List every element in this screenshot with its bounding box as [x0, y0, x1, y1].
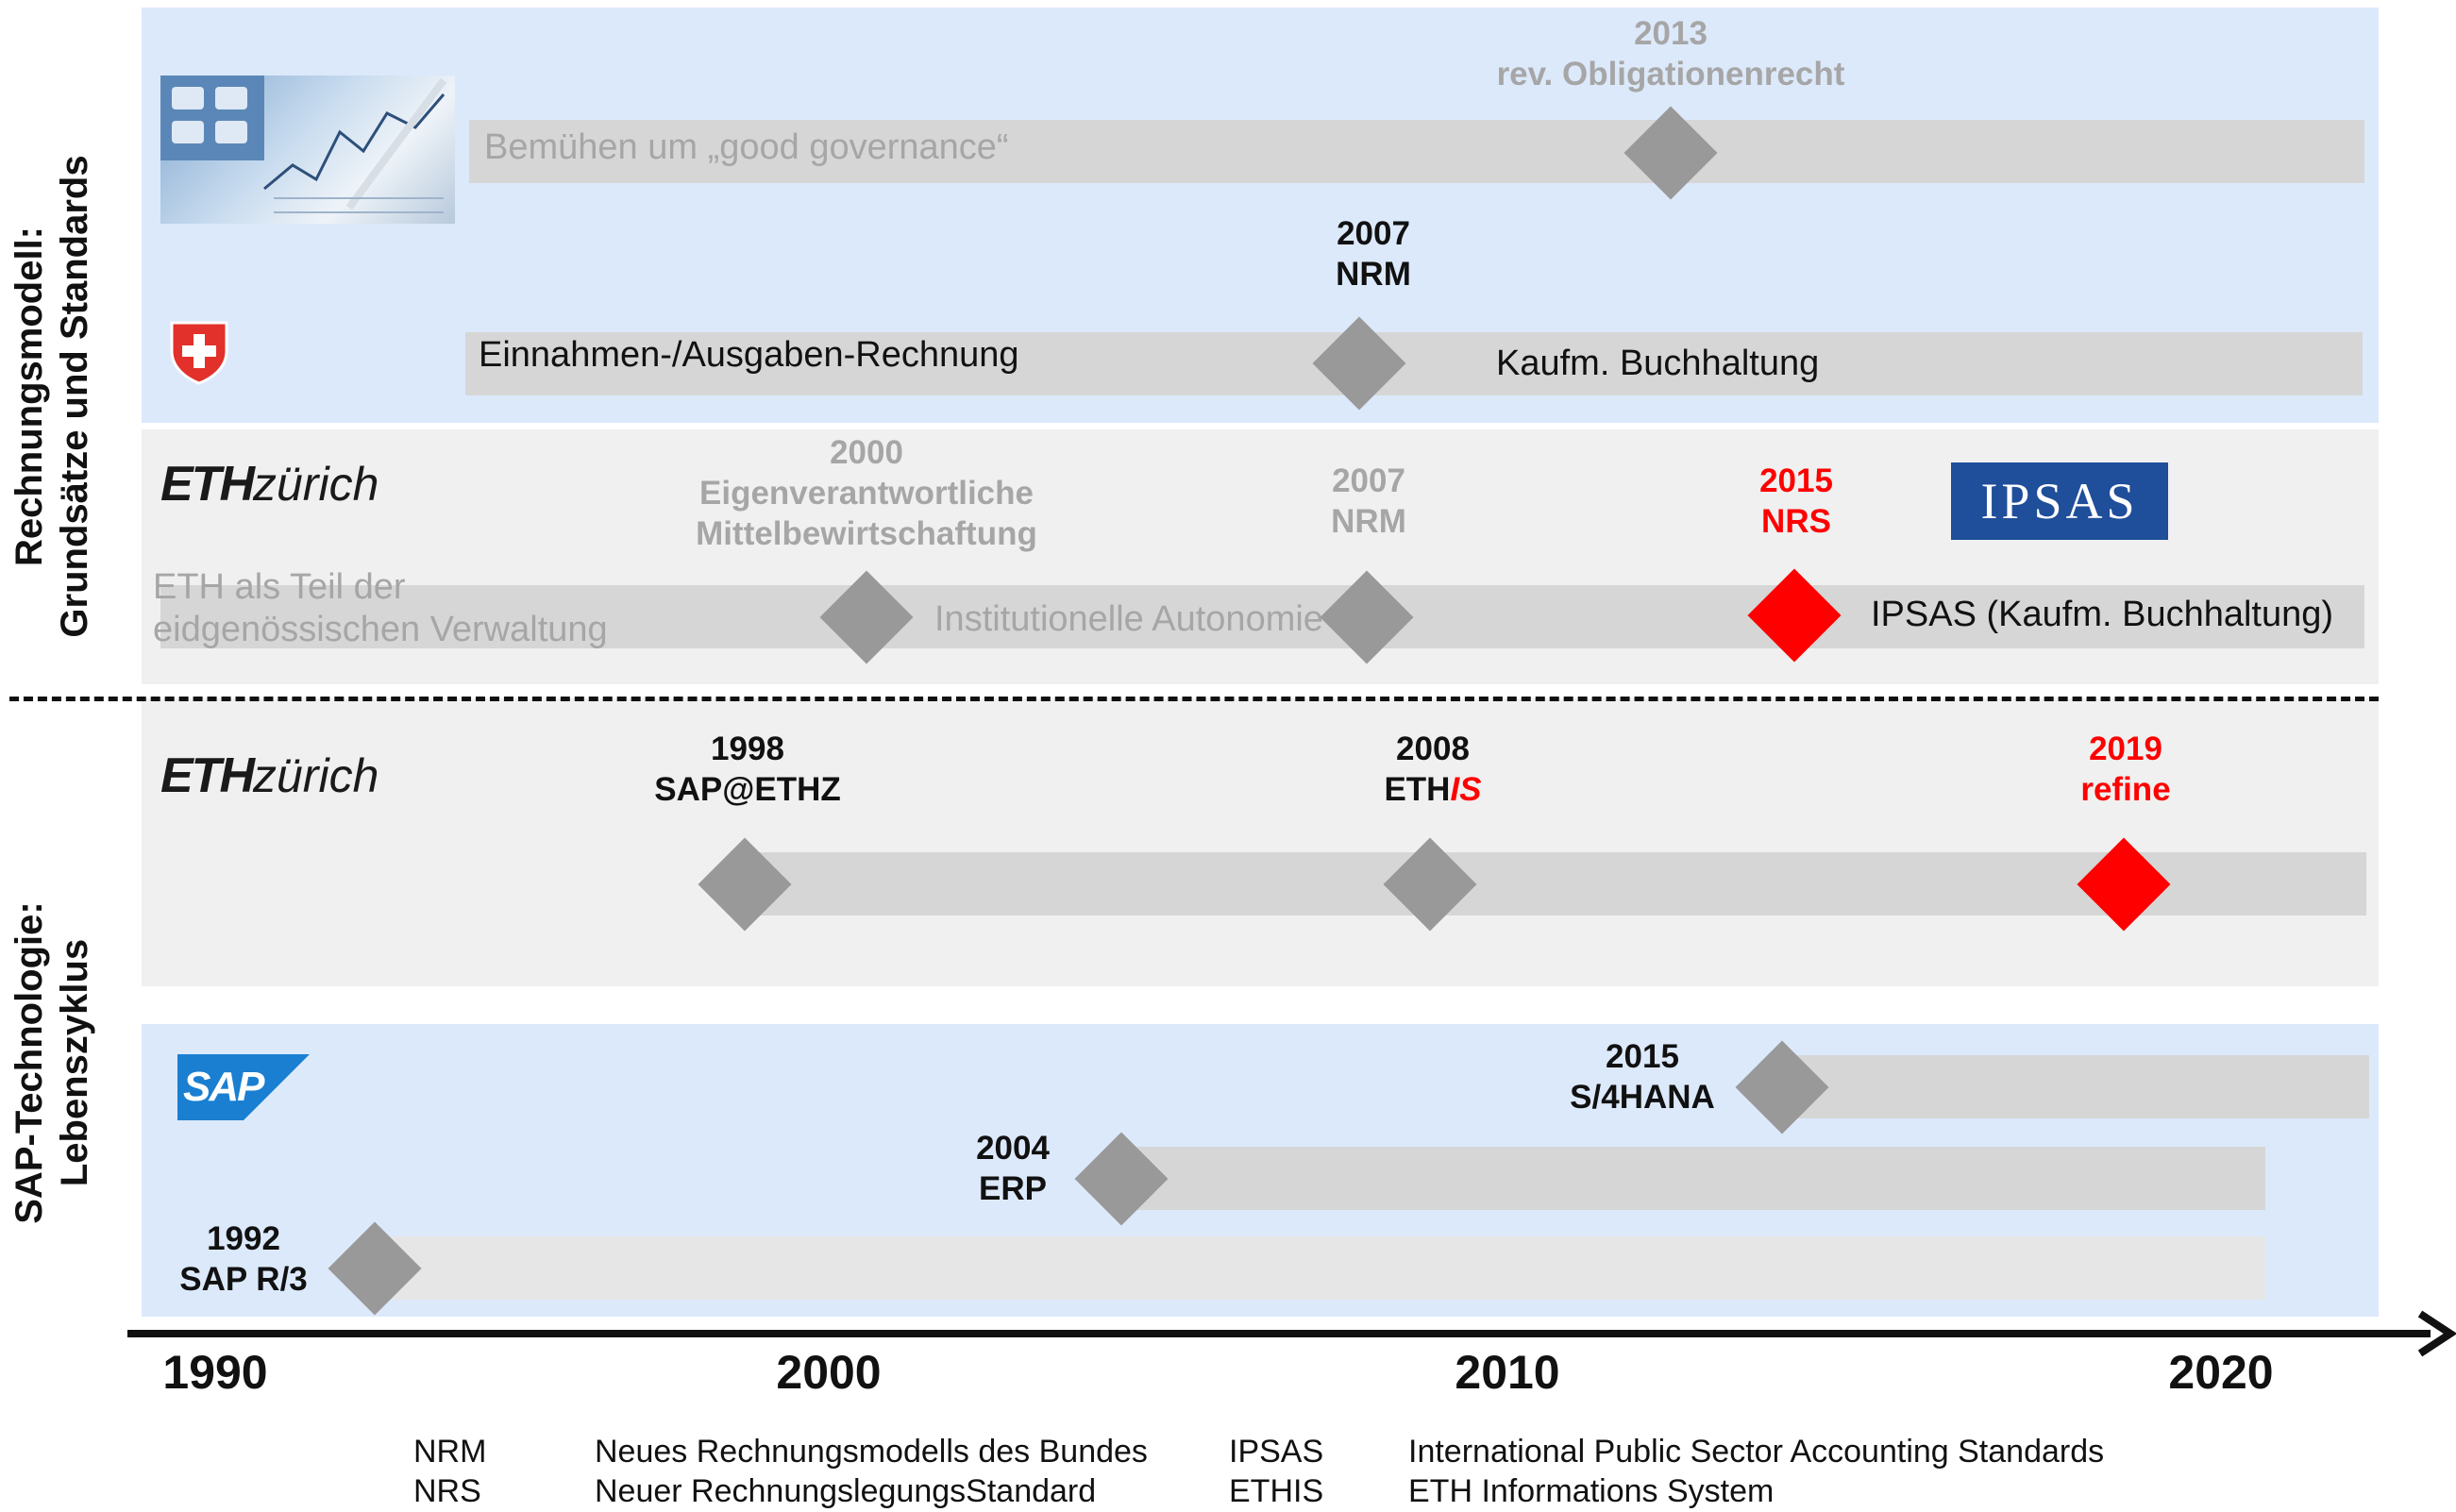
- phase-good-governance: Bemühen um „good governance“: [484, 127, 1009, 167]
- milestone-2007-nrm-label: 2007 NRM: [1336, 213, 1411, 294]
- ipsas-logo-text: IPSAS: [1980, 473, 2139, 529]
- side-label-accounting-line2: Grundsätze und Standards: [54, 155, 95, 638]
- milestone-2015-nrs-text: NRS: [1761, 503, 1831, 540]
- axis-year-2020: 2020: [2168, 1346, 2274, 1399]
- band-eth-accounting: [160, 585, 2364, 648]
- side-label-accounting: Rechnungsmodell: Grundsätze und Standard…: [7, 113, 97, 680]
- sap-logo-text: SAP: [183, 1064, 264, 1110]
- milestone-2013-year: 2013: [1634, 15, 1707, 52]
- eth-logo-light: zürich: [253, 458, 379, 511]
- milestone-1998-label: 1998 SAP@ETHZ: [654, 729, 840, 810]
- phase-cash-accounting: Einnahmen-/Ausgaben-Rechnung: [479, 335, 1019, 375]
- swiss-shield-icon: [168, 319, 230, 385]
- side-label-sap-line2: Lebenszyklus: [54, 938, 95, 1187]
- milestone-2992-text: SAP R/3: [179, 1261, 308, 1298]
- milestone-2004-label: 2004 ERP: [976, 1128, 1050, 1209]
- glossary-abbr-nrm: NRM: [413, 1434, 487, 1470]
- panel-sap-eth: [142, 698, 2379, 986]
- milestone-2007-nrm-year: 2007: [1337, 215, 1410, 252]
- milestone-2019-label: 2019 refine: [2080, 729, 2170, 810]
- milestone-2004-text: ERP: [979, 1170, 1047, 1207]
- axis-year-2000: 2000: [776, 1346, 882, 1399]
- side-label-accounting-line1: Rechnungsmodell:: [8, 226, 50, 567]
- milestone-2015-nrs-label: 2015 NRS: [1759, 461, 1833, 542]
- band-accounting-model: [465, 332, 2363, 395]
- milestone-2007-eth-label: 2007 NRM: [1331, 461, 1406, 542]
- section-divider: [9, 697, 2379, 701]
- milestone-2000-year: 2000: [830, 434, 903, 471]
- milestone-2007-eth-year: 2007: [1332, 462, 1405, 499]
- milestone-2000-line1: Eigenverantwortliche: [699, 475, 1034, 512]
- milestone-2008-label: 2008 ETHIS: [1384, 729, 1481, 810]
- glossary-text-ethis: ETH Informations System: [1408, 1473, 1775, 1509]
- milestone-1998-year: 1998: [711, 731, 784, 767]
- milestone-2015-s4hana-year: 2015: [1606, 1038, 1679, 1075]
- side-label-sap: SAP-Technologie: Lebenszyklus: [7, 798, 97, 1327]
- phase-eth-federal-line2: eidgenössischen Verwaltung: [153, 610, 608, 649]
- phase-commercial-bookkeeping: Kaufm. Buchhaltung: [1496, 344, 1820, 383]
- time-axis-line: [127, 1330, 2431, 1337]
- milestone-2015-s4hana-label: 2015 S/4HANA: [1570, 1036, 1715, 1117]
- axis-year-1990: 1990: [162, 1346, 268, 1399]
- milestone-2019-year: 2019: [2089, 731, 2162, 767]
- phase-eth-federal-administration: ETH als Teil der eidgenössischen Verwalt…: [153, 566, 608, 651]
- milestone-2013-text: rev. Obligationenrecht: [1496, 56, 1845, 92]
- phase-ipsas-bookkeeping: IPSAS (Kaufm. Buchhaltung): [1871, 595, 2334, 634]
- band-s4hana: [1784, 1055, 2369, 1118]
- glossary-text-ipsas: International Public Sector Accounting S…: [1408, 1434, 2105, 1470]
- glossary-text-nrs: Neuer RechnungslegungsStandard: [595, 1473, 1097, 1509]
- eth-logo-sap-bold: ETH: [160, 748, 255, 803]
- milestone-1998-text: SAP@ETHZ: [654, 771, 841, 808]
- milestone-2008-text-suffix: IS: [1450, 771, 1482, 808]
- milestone-2000-label: 2000 Eigenverantwortliche Mittelbewirtsc…: [696, 432, 1037, 554]
- glossary-abbr-nrs: NRS: [413, 1473, 481, 1509]
- milestone-2008-year: 2008: [1396, 731, 1470, 767]
- milestone-2015-nrs-year: 2015: [1759, 462, 1833, 499]
- time-axis-arrow-icon: [2416, 1310, 2456, 1357]
- band-sap-r3: [378, 1236, 2265, 1300]
- milestone-2013-label: 2013 rev. Obligationenrecht: [1497, 13, 1845, 94]
- band-erp: [1123, 1147, 2265, 1210]
- milestone-2008-text-prefix: ETH: [1384, 771, 1451, 808]
- eth-logo-sap-light: zürich: [253, 749, 379, 802]
- milestone-2004-year: 2004: [976, 1130, 1050, 1167]
- milestone-2019-text: refine: [2080, 771, 2171, 808]
- milestone-2007-eth-text: NRM: [1331, 503, 1406, 540]
- milestone-1992-label: 1992 SAP R/3: [179, 1218, 308, 1300]
- milestone-2000-line2: Mittelbewirtschaftung: [696, 515, 1037, 552]
- phase-eth-federal-line1: ETH als Teil der: [153, 567, 406, 607]
- ipsas-logo: IPSAS: [1951, 462, 2168, 540]
- axis-year-2010: 2010: [1455, 1346, 1560, 1399]
- milestone-1992-year: 1992: [207, 1220, 280, 1257]
- band-good-governance: [469, 120, 2364, 183]
- phase-institutional-autonomy: Institutionelle Autonomie: [934, 599, 1323, 639]
- eth-zurich-logo: ETHzürich: [160, 456, 378, 512]
- milestone-2008-text: ETHIS: [1384, 769, 1481, 810]
- eth-zurich-logo-sap: ETHzürich: [160, 748, 378, 804]
- eth-logo-bold: ETH: [160, 457, 255, 512]
- glossary-abbr-ipsas: IPSAS: [1229, 1434, 1324, 1470]
- side-label-sap-line1: SAP-Technologie:: [8, 901, 50, 1224]
- milestone-2007-nrm-text: NRM: [1336, 256, 1411, 293]
- glossary-abbr-ethis: ETHIS: [1229, 1473, 1324, 1509]
- glossary-text-nrm: Neues Rechnungsmodells des Bundes: [595, 1434, 1148, 1470]
- milestone-2015-s4hana-text: S/4HANA: [1570, 1079, 1715, 1116]
- calculator-image: [160, 76, 455, 224]
- sap-logo: SAP: [177, 1054, 310, 1120]
